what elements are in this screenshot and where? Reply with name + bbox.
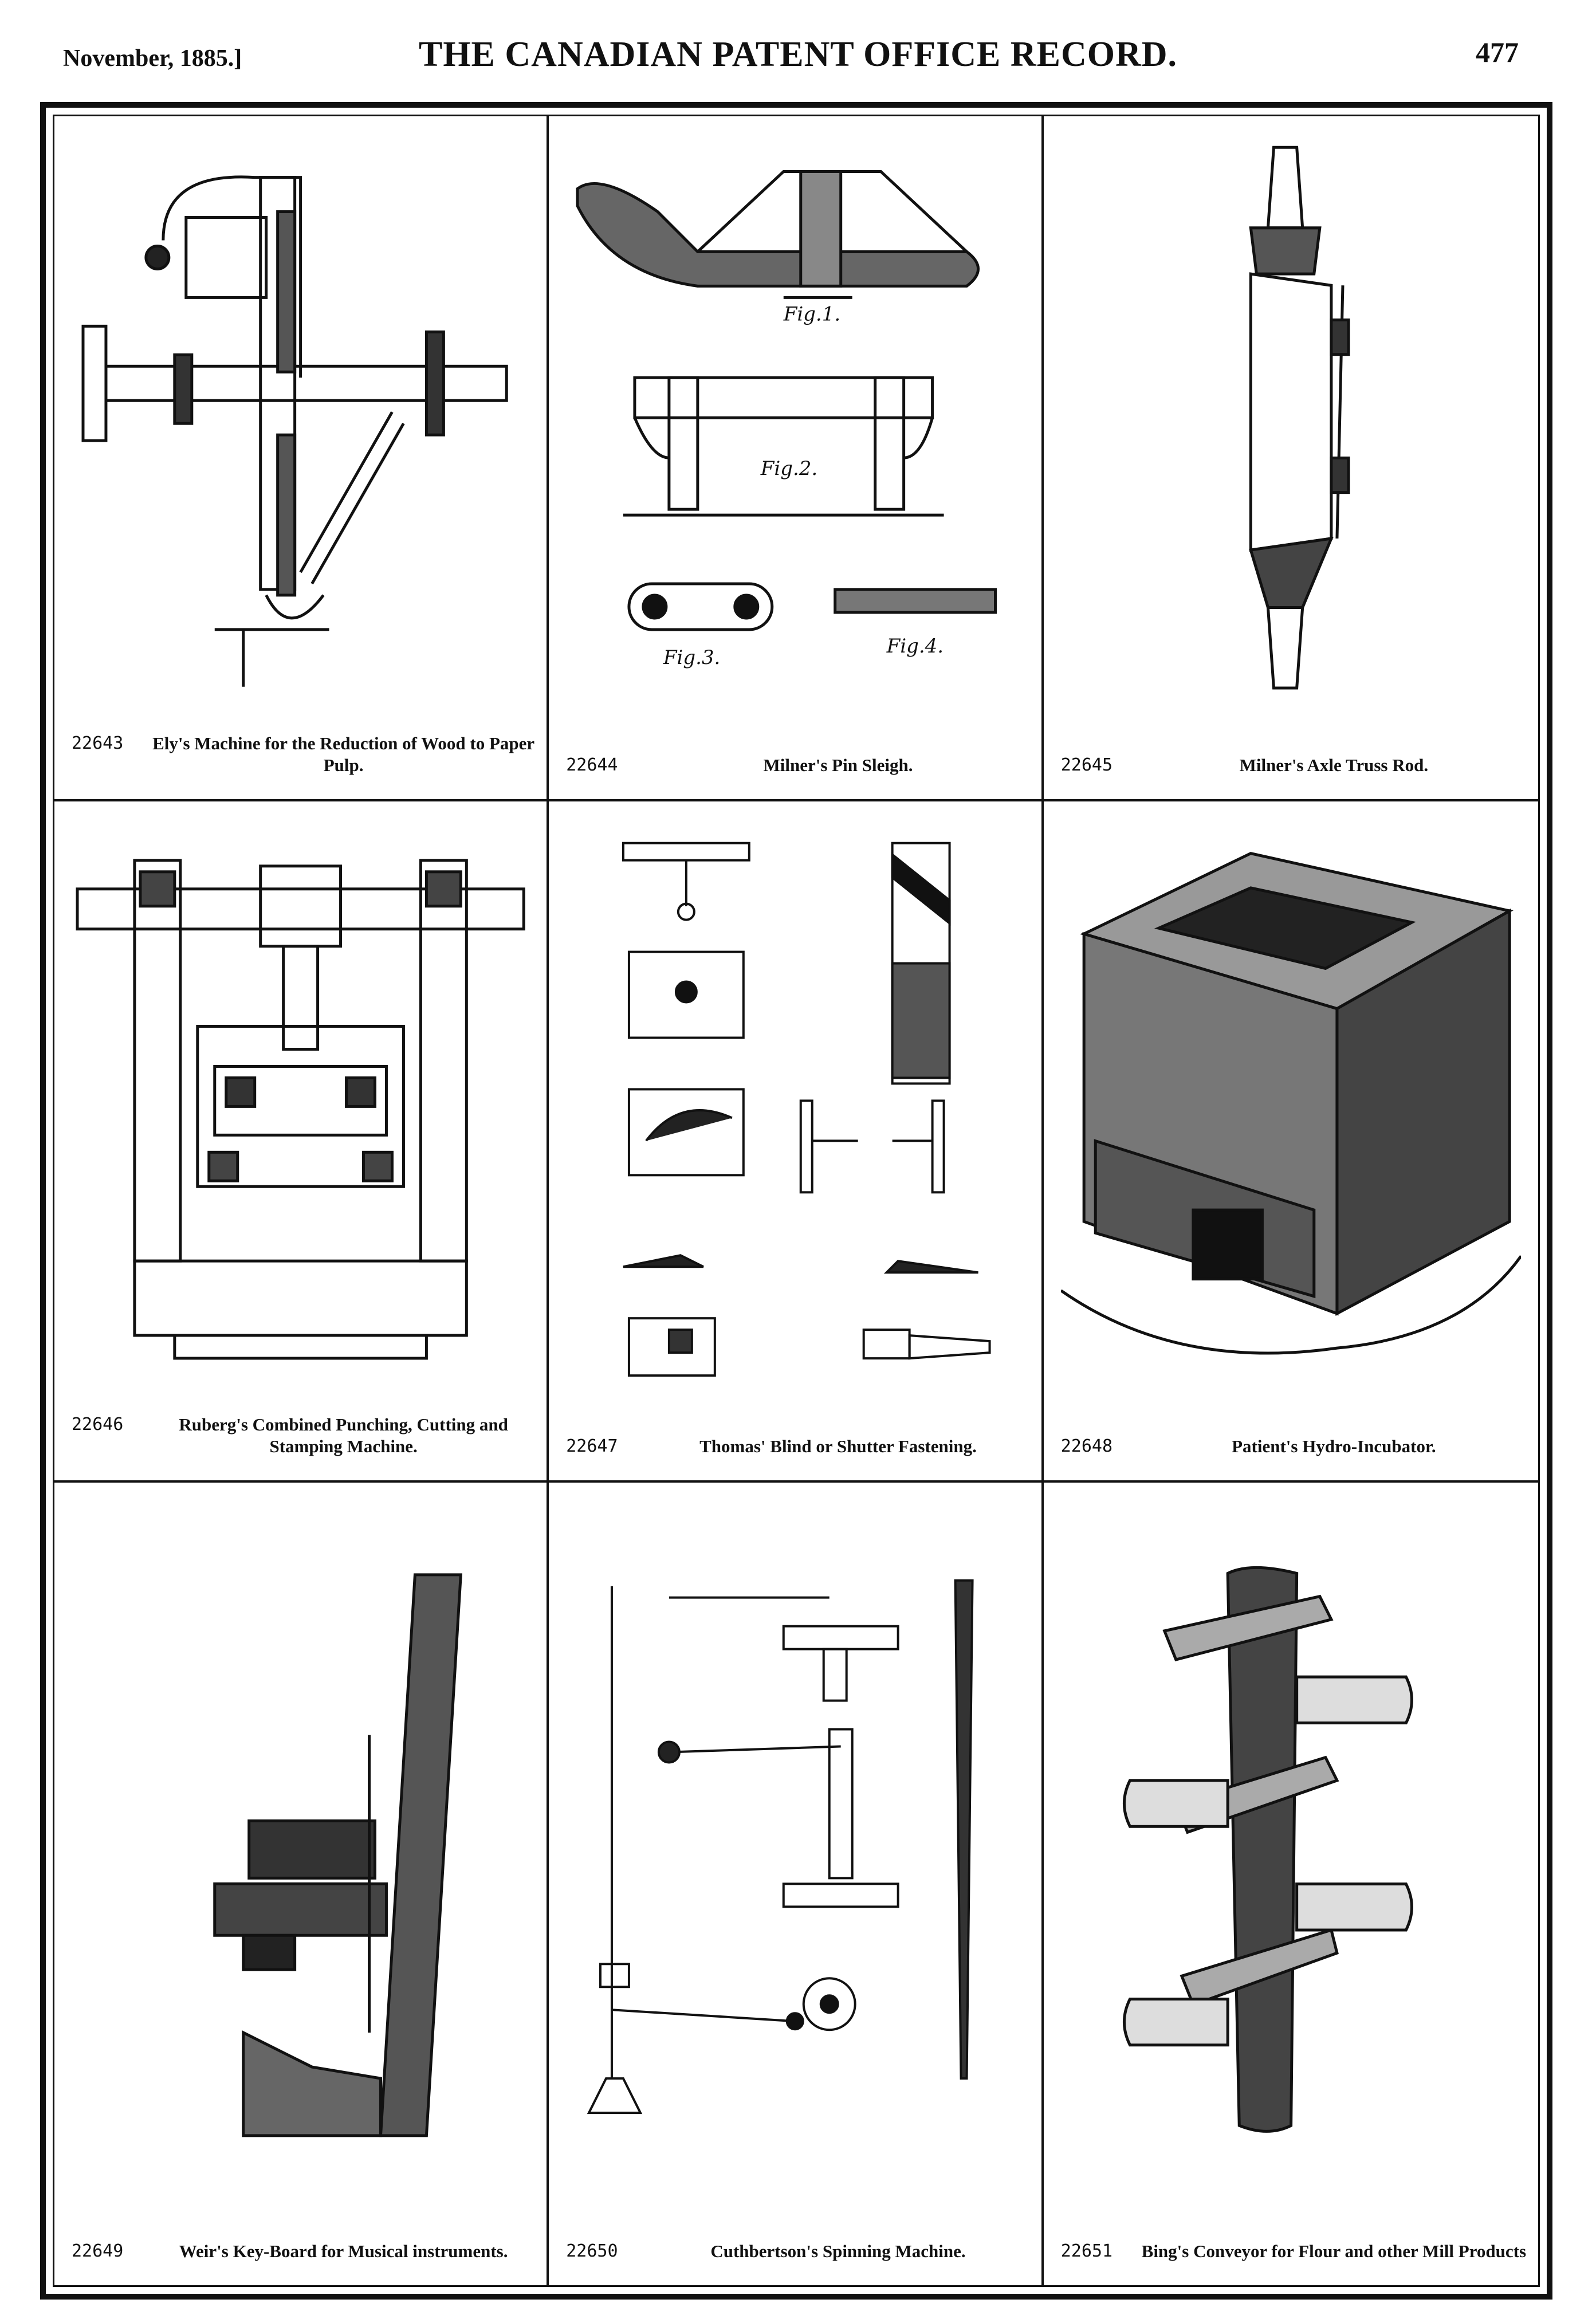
patent-number: 22644 — [566, 755, 618, 776]
patent-drawing-keyboard — [72, 1500, 529, 2199]
patent-title: Bing's Conveyor for Flour and other Mill… — [1141, 2241, 1527, 2261]
patent-number: 22651 — [1060, 2241, 1113, 2261]
patent-drawing-spinning-machine — [566, 1500, 1024, 2199]
patent-title: Ruberg's Combined Punching, Cutting and … — [179, 1414, 508, 1457]
patent-drawing-pulp-machine — [72, 133, 529, 713]
publication-title: THE CANADIAN PATENT OFFICE RECORD. — [418, 35, 1178, 74]
patent-caption: 22648 Patient's Hydro-Incubator. — [1061, 1436, 1527, 1457]
patent-cell: Fig.1. Fig.2. Fig.3. Fig.4. 22644 Milner… — [549, 116, 1044, 802]
patent-drawing-pin-sleigh: Fig.1. Fig.2. Fig.3. Fig.4. — [566, 133, 1024, 713]
figure-label: Fig.1. — [783, 302, 840, 325]
patent-cell: 22649 Weir's Key-Board for Musical instr… — [54, 1483, 549, 2285]
patent-caption: 22643 Ely's Machine for the Reduction of… — [72, 733, 535, 776]
patent-cell: 22650 Cuthbertson's Spinning Machine. — [549, 1483, 1044, 2285]
issue-date: November, 1885.] — [63, 45, 242, 72]
patent-grid: 22643 Ely's Machine for the Reduction of… — [54, 116, 1538, 2285]
patent-number: 22649 — [72, 2241, 124, 2261]
patent-cell: 22651 Bing's Conveyor for Flour and othe… — [1044, 1483, 1538, 2285]
patent-title: Patient's Hydro-Incubator. — [1232, 1436, 1436, 1457]
patent-number: 22643 — [72, 733, 124, 754]
patent-drawing-conveyor — [1061, 1500, 1521, 2199]
patent-caption: 22647 Thomas' Blind or Shutter Fastening… — [566, 1436, 1030, 1457]
patent-cell: 22648 Patient's Hydro-Incubator. — [1043, 801, 1538, 1483]
patent-cell: 22647 Thomas' Blind or Shutter Fastening… — [549, 801, 1044, 1483]
inner-frame: 22643 Ely's Machine for the Reduction of… — [53, 115, 1540, 2287]
page-frame: 22643 Ely's Machine for the Reduction of… — [40, 102, 1552, 2300]
patent-caption: 22651 Bing's Conveyor for Flour and othe… — [1061, 2241, 1527, 2262]
figure-label: Fig.3. — [663, 646, 720, 669]
patent-caption: 22645 Milner's Axle Truss Rod. — [1061, 754, 1527, 776]
patent-number: 22647 — [566, 1436, 618, 1457]
patent-drawing-axle-truss-rod — [1061, 133, 1521, 713]
patent-caption: 22644 Milner's Pin Sleigh. — [566, 754, 1030, 776]
patent-caption: 22649 Weir's Key-Board for Musical instr… — [72, 2241, 535, 2262]
patent-number: 22650 — [566, 2241, 618, 2261]
patent-cell: 22645 Milner's Axle Truss Rod. — [1043, 116, 1538, 802]
patent-title: Ely's Machine for the Reduction of Wood … — [152, 733, 535, 776]
page-header: November, 1885.] THE CANADIAN PATENT OFF… — [0, 0, 1596, 97]
patent-drawing-punching-machine — [72, 819, 529, 1394]
patent-caption: 22646 Ruberg's Combined Punching, Cuttin… — [72, 1414, 535, 1457]
page-number: 477 — [1476, 36, 1519, 68]
figure-label: Fig.4. — [886, 635, 944, 658]
patent-title: Milner's Axle Truss Rod. — [1239, 755, 1429, 776]
patent-cell: 22643 Ely's Machine for the Reduction of… — [54, 116, 549, 802]
patent-title: Thomas' Blind or Shutter Fastening. — [699, 1436, 977, 1457]
patent-title: Cuthbertson's Spinning Machine. — [710, 2241, 966, 2261]
patent-drawing-shutter-fastening — [566, 819, 1024, 1394]
patent-number: 22648 — [1060, 1436, 1113, 1457]
patent-cell: 22646 Ruberg's Combined Punching, Cuttin… — [54, 801, 549, 1483]
patent-number: 22646 — [72, 1414, 124, 1435]
patent-number: 22645 — [1060, 755, 1113, 776]
patent-title: Weir's Key-Board for Musical instruments… — [179, 2241, 508, 2261]
patent-title: Milner's Pin Sleigh. — [763, 755, 913, 776]
patent-caption: 22650 Cuthbertson's Spinning Machine. — [566, 2241, 1030, 2262]
figure-label: Fig.2. — [760, 457, 817, 480]
patent-drawing-hydro-incubator — [1060, 819, 1521, 1394]
